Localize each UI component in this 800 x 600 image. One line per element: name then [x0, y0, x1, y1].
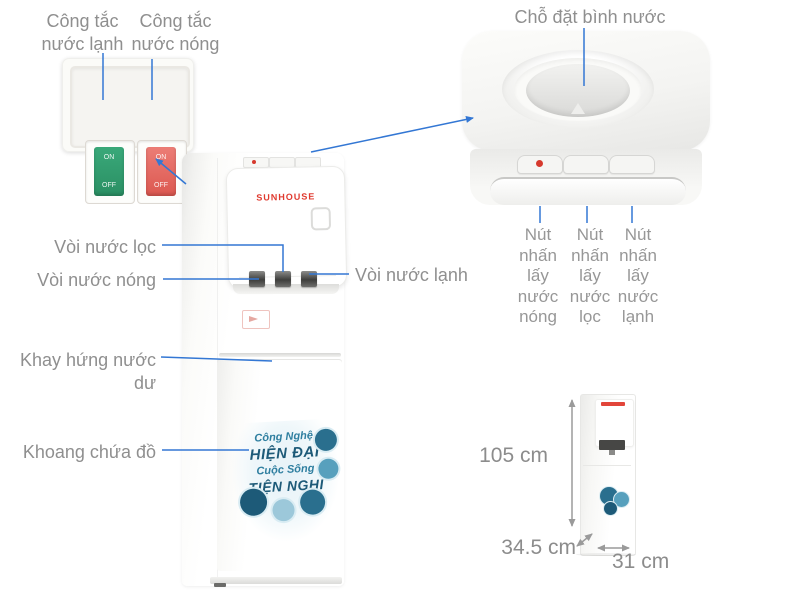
label-button-hot: Nút nhấn lấy nước nóng	[517, 225, 559, 326]
label-tap-cold: Vòi nước lạnh	[355, 265, 468, 285]
decal-bubble	[271, 498, 296, 522]
cold-power-switch[interactable]: ON OFF	[94, 147, 124, 196]
label-tap-hot: Vòi nước nóng	[37, 270, 156, 290]
dimension-height: 105 cm	[479, 444, 548, 467]
dispenser-foot	[214, 583, 226, 587]
stamp-arrow-icon	[249, 316, 258, 322]
mini-decal-bubble	[604, 502, 617, 515]
mini-tap-slot	[599, 440, 625, 450]
drip-tray	[219, 353, 341, 357]
bottle-seat-spike	[571, 103, 585, 114]
hot-switch-on-label: ON	[155, 154, 167, 161]
mini-decal-bubble	[614, 492, 629, 507]
dispenser-base	[210, 577, 342, 584]
brand-logo: SUNHOUSE	[256, 191, 316, 203]
hot-indicator-dot	[252, 160, 256, 164]
dimension-width: 31 cm	[612, 550, 670, 573]
label-drip-tray: Khay hứng nước dư	[20, 350, 156, 393]
decal-bubble	[299, 488, 326, 516]
quality-stamp	[242, 310, 270, 329]
top-button-hot[interactable]	[243, 157, 269, 168]
dimension-depth: 34.5 cm	[501, 536, 576, 559]
switch-panel-closeup: ON OFF ON OFF	[62, 58, 194, 204]
label-bottle-seat: Chỗ đặt bình nước	[514, 7, 666, 27]
arrow-to-topview	[310, 116, 474, 153]
hot-button-red-dot	[536, 160, 543, 167]
label-storage: Khoang chứa đồ	[22, 442, 156, 462]
cold-switch-on-label: ON	[103, 154, 115, 161]
dispense-button-cold[interactable]	[609, 155, 655, 174]
marketing-decal: Công Nghệ HIỆN ĐẠI Cuộc Sống TIỆN NGHI	[229, 418, 343, 544]
cold-water-tap[interactable]	[301, 271, 317, 287]
hot-power-switch[interactable]: ON OFF	[146, 147, 176, 196]
label-switch-hot: Công tắc nước nóng	[131, 11, 220, 54]
tap-shelf	[233, 284, 339, 294]
decal-bubble	[239, 488, 268, 517]
hot-water-tap[interactable]	[249, 271, 265, 287]
label-tap-filtered: Vòi nước lọc	[54, 237, 156, 257]
switch-recess	[70, 66, 190, 148]
cup-holder-icon	[310, 207, 332, 231]
label-button-cold: Nút nhấn lấy nước lạnh	[617, 225, 659, 326]
dispense-button-filtered[interactable]	[563, 155, 609, 174]
label-switch-cold: Công tắc nước lạnh	[41, 11, 124, 54]
label-button-filtered: Nút nhấn lấy nước lọc	[569, 225, 611, 326]
hot-switch-off-label: OFF	[154, 182, 168, 189]
cold-switch-off-label: OFF	[102, 182, 116, 189]
mini-tap	[609, 450, 615, 455]
filtered-water-tap[interactable]	[275, 271, 291, 287]
mini-door-line	[583, 465, 631, 466]
topview-panel-lip	[490, 177, 686, 205]
mini-dispenser-shadow	[576, 553, 636, 556]
mini-decal-bubble	[600, 487, 618, 505]
mini-brand-bar	[601, 402, 625, 406]
